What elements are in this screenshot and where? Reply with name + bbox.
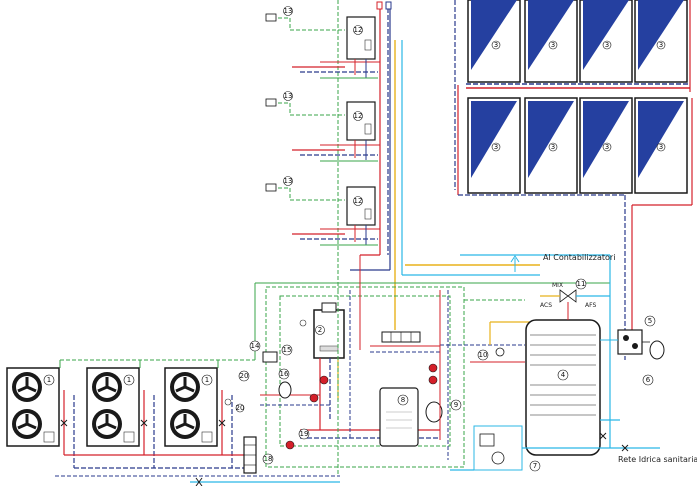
controller: 14 [249, 340, 278, 363]
svg-text:13: 13 [284, 7, 293, 15]
solar-panel: 3 [467, 0, 521, 83]
svg-text:3: 3 [659, 143, 663, 151]
svg-text:15: 15 [283, 346, 292, 354]
contabilizzatori-label: Al Contabilizzatori [543, 253, 615, 262]
solar-panel: 3 [579, 97, 633, 194]
svg-text:9: 9 [454, 401, 458, 409]
svg-text:13: 13 [284, 177, 293, 185]
wall-unit-2: 12 [346, 101, 376, 141]
svg-text:16: 16 [280, 370, 289, 378]
heat-pump-3: 1 [164, 367, 218, 447]
svg-text:3: 3 [494, 41, 498, 49]
svg-text:12: 12 [354, 197, 363, 205]
thermostat-1: 13 [265, 6, 293, 22]
valve-icon [60, 419, 226, 486]
pump-icon: 19 [285, 363, 438, 450]
wall-unit-1: 12 [346, 16, 376, 60]
expansion-vessel-solar: 6 [642, 340, 665, 386]
boiler: 2 [313, 302, 345, 359]
small-tank: 9 [425, 399, 462, 423]
svg-text:1: 1 [47, 376, 51, 384]
fan-icon [12, 372, 42, 402]
sensor: 15 [281, 319, 307, 356]
mixing-valve: 11 MIX ACS AFS [540, 278, 610, 320]
svg-text:12: 12 [354, 26, 363, 34]
heat-pump-2: 1 [86, 367, 140, 447]
svg-text:3: 3 [551, 143, 555, 151]
thermostat-2: 13 [265, 91, 293, 107]
svg-text:3: 3 [551, 41, 555, 49]
svg-text:3: 3 [605, 143, 609, 151]
solar-panel: 3 [524, 0, 578, 83]
svg-text:4: 4 [561, 371, 566, 379]
svg-text:ACS: ACS [540, 302, 552, 309]
svg-text:MIX: MIX [552, 282, 563, 289]
svg-text:AFS: AFS [585, 302, 596, 309]
flow-switch: 20 20 [224, 370, 250, 413]
svg-text:20: 20 [236, 404, 245, 412]
svg-text:1: 1 [127, 376, 131, 384]
svg-text:19: 19 [300, 430, 309, 438]
fan-icon [92, 409, 122, 439]
solar-panel: 3 [634, 0, 688, 83]
solar-panel: 3 [579, 0, 633, 83]
svg-text:3: 3 [659, 41, 663, 49]
svg-text:7: 7 [533, 462, 537, 470]
solar-station: 5 [600, 315, 656, 355]
solar-panel: 3 [524, 97, 578, 194]
svg-text:1: 1 [205, 376, 209, 384]
floor-piping [278, 17, 380, 246]
solar-panel: 3 [467, 97, 521, 194]
expansion-vessel-heating: 16 [278, 368, 292, 399]
heat-exchanger: 18 [243, 436, 274, 474]
svg-text:14: 14 [251, 342, 260, 350]
fan-icon [170, 409, 200, 439]
svg-text:13: 13 [284, 92, 293, 100]
svg-text:18: 18 [264, 455, 273, 463]
fan-icon [170, 372, 200, 402]
svg-text:5: 5 [648, 317, 652, 325]
solar-panel: 3 [634, 97, 688, 194]
manifold [370, 331, 440, 353]
risers [337, 0, 610, 330]
storage-tank: 4 [525, 319, 601, 456]
water-mains [450, 255, 660, 471]
wall-unit-3: 12 [346, 186, 376, 226]
svg-text:10: 10 [479, 351, 488, 359]
control-lines [337, 255, 525, 476]
rete-idrica-label: Rete Idrica sanitaria [618, 455, 697, 464]
dhw-cylinder: 8 [379, 387, 419, 447]
svg-text:8: 8 [401, 396, 405, 404]
svg-text:2: 2 [318, 326, 322, 334]
svg-text:6: 6 [646, 376, 651, 384]
solar-collector-array: 3 3 3 3 3 [454, 0, 693, 360]
svg-text:3: 3 [605, 41, 609, 49]
svg-text:3: 3 [494, 143, 498, 151]
fan-icon [92, 372, 122, 402]
svg-text:11: 11 [577, 280, 586, 288]
svg-text:12: 12 [354, 112, 363, 120]
thermostat-3: 13 [265, 176, 293, 192]
heat-pump-1: 1 [6, 367, 60, 447]
fan-icon [12, 409, 42, 439]
svg-text:20: 20 [240, 372, 249, 380]
